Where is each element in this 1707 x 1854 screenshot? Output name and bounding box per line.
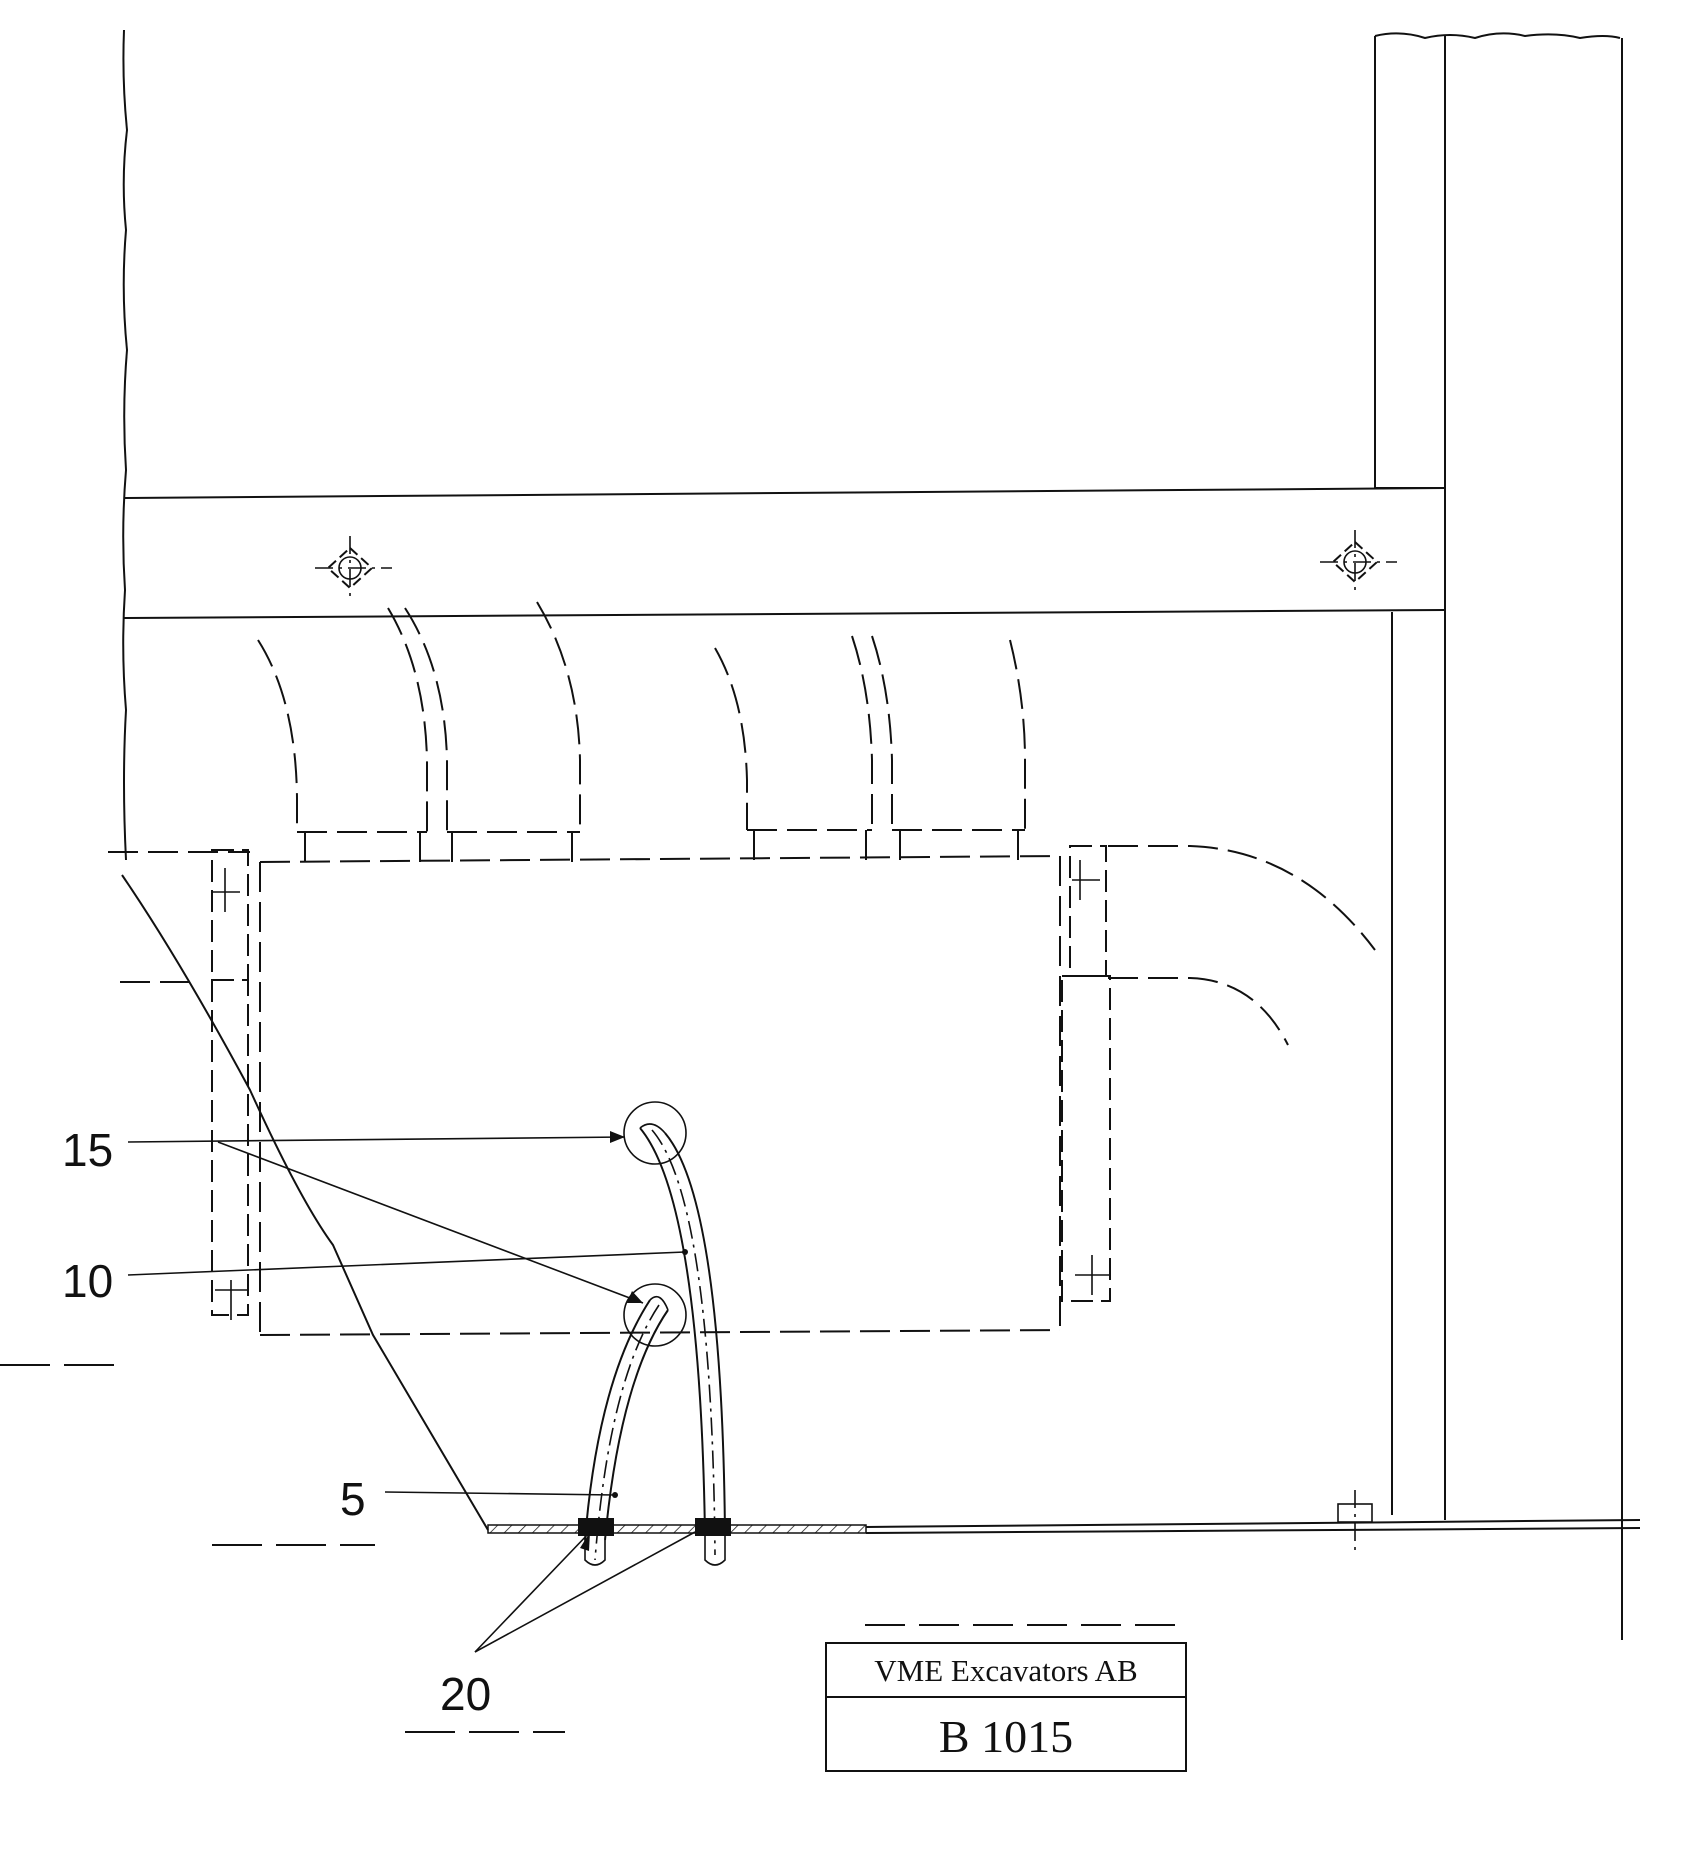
left-break-line (122, 29, 129, 861)
cross-beam (123, 487, 1446, 619)
frame-edge (121, 874, 489, 1531)
title-code: B 1015 (939, 1711, 1073, 1762)
callout-10: 10 (62, 1255, 113, 1307)
reference-dashes (0, 1364, 1185, 1733)
callout-5: 5 (340, 1473, 366, 1525)
mount-hole-left (315, 536, 392, 600)
title-block: VME Excavators AB B 1015 (825, 1642, 1187, 1772)
callout-15: 15 (62, 1124, 113, 1176)
callout-20: 20 (440, 1668, 491, 1720)
callout-leaders (127, 1131, 696, 1653)
floor-plate (487, 1490, 1641, 1555)
hose-long (623, 1101, 731, 1566)
hidden-pipes (257, 601, 1026, 865)
outlet-elbows (1108, 845, 1376, 1046)
right-frame (1374, 32, 1623, 1640)
hose-short (578, 1283, 687, 1566)
mount-hole-right (1320, 530, 1397, 594)
title-company: VME Excavators AB (874, 1653, 1137, 1688)
tank-body-hidden (108, 845, 1111, 1336)
